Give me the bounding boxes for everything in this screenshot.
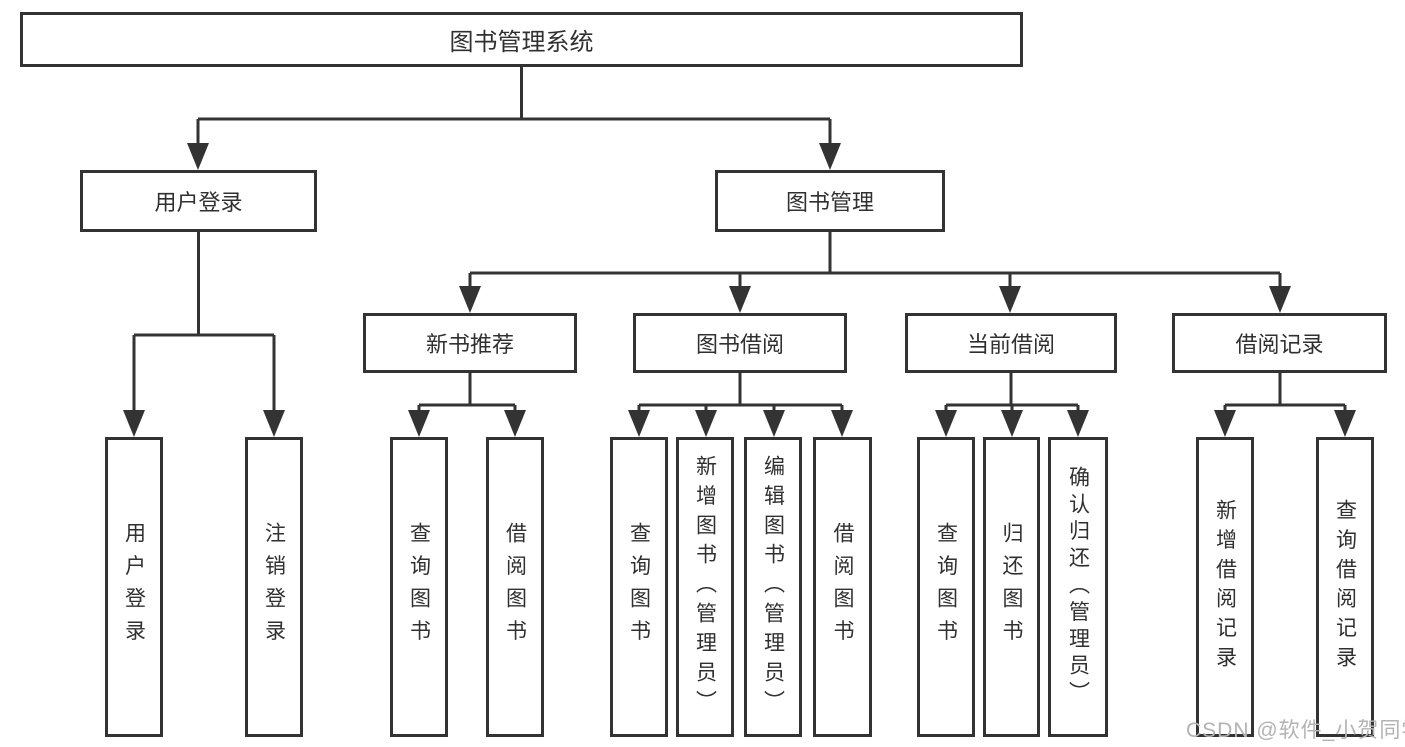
node-label: 用户登录 <box>154 190 243 215</box>
leaf-query-books-borrowing: 查询图书 <box>610 437 668 737</box>
leaf-add-borrow-record: 新增借阅记录 <box>1196 437 1254 737</box>
arrowheads <box>123 143 1356 437</box>
node-label: 编辑图书（管理员） <box>761 454 785 720</box>
node-label: 查询图书 <box>407 521 431 653</box>
node-label: 图书管理系统 <box>449 29 594 56</box>
node-label: 查询借阅记录 <box>1333 498 1357 676</box>
node-user-login: 用户登录 <box>80 170 317 232</box>
leaf-borrow-books-borrowing: 借阅图书 <box>813 437 872 737</box>
node-label: 新增借阅记录 <box>1213 498 1237 676</box>
leaf-edit-book-admin: 编辑图书（管理员） <box>744 437 802 737</box>
leaf-add-book-admin: 新增图书（管理员） <box>676 437 734 737</box>
node-label: 图书借阅 <box>695 332 784 357</box>
node-library-management-system: 图书管理系统 <box>20 12 1023 67</box>
leaf-confirm-return-admin: 确认归还（管理员） <box>1048 437 1108 737</box>
node-borrowing-records: 借阅记录 <box>1172 313 1387 373</box>
node-label: 图书管理 <box>785 190 874 215</box>
node-new-book-recommendation: 新书推荐 <box>363 313 577 373</box>
csdn-watermark: CSDN @软件_小贺同学 <box>1186 719 1405 742</box>
node-label: 归还图书 <box>1000 521 1023 653</box>
node-label: 查询图书 <box>627 521 651 653</box>
leaf-user-login: 用户登录 <box>105 437 163 737</box>
node-label: 新书推荐 <box>425 332 514 357</box>
node-label: 确认归还（管理员） <box>1066 466 1090 708</box>
leaf-query-books-current: 查询图书 <box>917 437 975 737</box>
node-book-borrowing: 图书借阅 <box>633 313 847 373</box>
leaf-query-books-recommend: 查询图书 <box>390 437 448 737</box>
node-label: 借阅记录 <box>1235 332 1324 357</box>
node-book-management: 图书管理 <box>715 170 945 232</box>
leaf-query-borrow-record: 查询借阅记录 <box>1316 437 1374 737</box>
node-label: 注销登录 <box>262 521 286 653</box>
node-current-borrowing: 当前借阅 <box>905 313 1117 373</box>
node-label: 查询图书 <box>934 521 958 653</box>
node-label: 用户登录 <box>122 521 146 653</box>
node-label: 借阅图书 <box>831 521 854 653</box>
leaf-logout: 注销登录 <box>245 437 303 737</box>
node-label: 当前借阅 <box>966 332 1055 357</box>
leaf-borrow-books-recommend: 借阅图书 <box>486 437 544 737</box>
leaf-return-books: 归还图书 <box>983 437 1040 737</box>
node-label: 新增图书（管理员） <box>693 454 717 720</box>
node-label: 借阅图书 <box>503 521 527 653</box>
